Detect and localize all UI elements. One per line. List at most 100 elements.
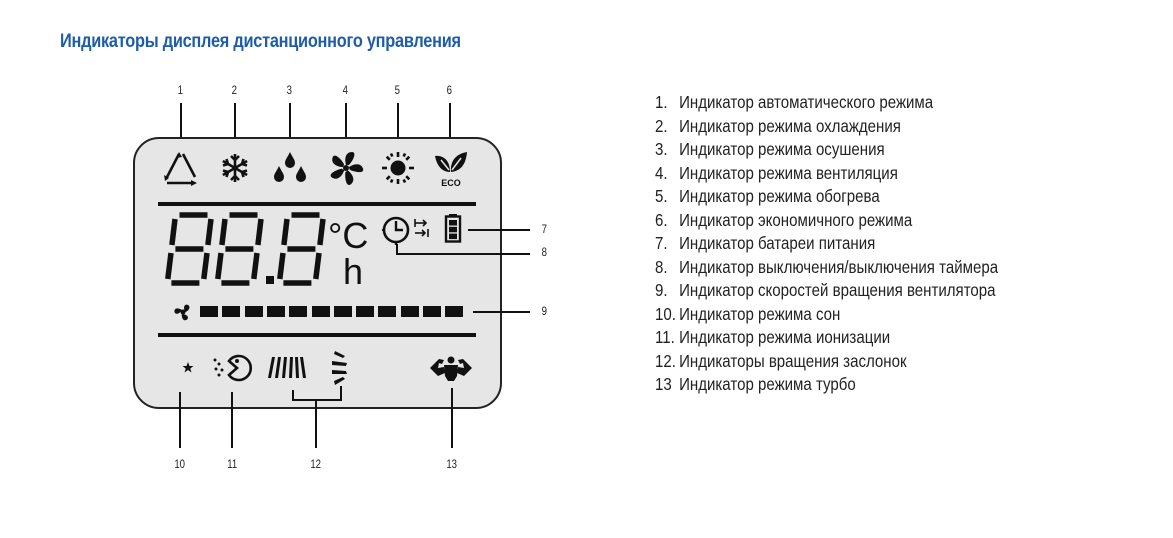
moon-star-icon — [168, 354, 194, 382]
callout-9: 9 — [541, 304, 548, 318]
legend-item-text: Индикаторы вращения заслонок — [679, 350, 907, 371]
legend-item-number: 12. — [655, 350, 676, 371]
fan-speed-block — [244, 306, 263, 317]
legend-item: 2. Индикатор режима охлаждения — [655, 116, 998, 140]
legend-item: 4. Индикатор режима вентиляция — [655, 163, 998, 187]
sun-icon — [382, 152, 414, 184]
timer-clock-icon — [382, 216, 410, 245]
leader-line-7 — [468, 229, 530, 231]
timer-arrows-icon — [414, 219, 429, 237]
digit-segment — [251, 252, 260, 280]
leader-line-12-right — [340, 386, 342, 400]
callout-2: 2 — [231, 83, 238, 97]
legend-item-text: Индикатор режима ионизации — [679, 327, 891, 347]
top-separator — [158, 202, 476, 206]
legend-item: 6.Индикатор экономичного режима — [655, 210, 998, 234]
digit-segment — [317, 218, 326, 246]
leader-line-13 — [451, 388, 453, 448]
legend-item-text: Индикатор выключения/выключения таймера — [679, 256, 999, 277]
leader-line-8 — [396, 253, 530, 255]
leader-line-12 — [315, 400, 317, 448]
callout-8: 8 — [541, 245, 548, 259]
leader-line-12-bracket — [292, 399, 342, 401]
callout-7: 7 — [541, 222, 548, 236]
legend-item: 12.Индикаторы вращения заслонок — [655, 351, 998, 375]
ionizer-icon — [213, 354, 252, 382]
fan-speed-block — [400, 306, 419, 317]
callout-6: 6 — [446, 83, 453, 97]
callout-4: 4 — [342, 83, 349, 97]
legend-item-number: 1. — [655, 92, 668, 112]
snowflake-icon — [222, 154, 248, 182]
legend-item: 11.Индикатор режима ионизации — [655, 327, 998, 351]
digit-segment — [165, 252, 174, 280]
callout-12: 12 — [310, 457, 322, 471]
legend-item-number: 9. — [655, 280, 668, 300]
fan-speed-block — [378, 306, 397, 317]
water-drops-icon — [274, 152, 306, 182]
callout-13: 13 — [446, 457, 458, 471]
louver-horizontal-icon — [332, 351, 347, 385]
fan-speed-block — [289, 306, 308, 317]
legend-item: 7.Индикатор батареи питания — [655, 233, 998, 257]
leader-line-10 — [179, 392, 181, 448]
decimal-point — [266, 276, 274, 284]
callout-11: 11 — [227, 457, 238, 471]
leader-line-6 — [449, 103, 451, 143]
legend-item-number: 5. — [655, 186, 668, 206]
digit-segment — [205, 218, 214, 246]
fan-speed-block — [311, 306, 330, 317]
legend-item-number: 6. — [655, 209, 668, 230]
digit-segment — [281, 218, 290, 246]
legend-item-text: Индикатор режима охлаждения — [679, 115, 901, 136]
eco-label: ECO — [441, 178, 461, 188]
digit-segment — [313, 252, 322, 280]
legend-item: 10.Индикатор режима сон — [655, 304, 998, 328]
digit-segment — [215, 252, 224, 280]
legend-item-number: 2. — [655, 115, 668, 136]
leader-line-12-left — [292, 390, 294, 400]
legend-item: 8.Индикатор выключения/выключения таймер… — [655, 257, 998, 281]
fan-speed-block — [200, 306, 218, 317]
legend-item-text: Индикатор режима осушения — [679, 139, 885, 159]
legend-item-text: Индикатор режима вентиляция — [679, 162, 898, 183]
digit-segment — [255, 218, 264, 246]
legend-item-text: Индикатор режима обогрева — [679, 186, 880, 206]
fan-speed-block — [423, 306, 441, 317]
legend-item: 3.Индикатор режима осушения — [655, 139, 998, 163]
fan-speed-block — [266, 306, 285, 317]
callout-1: 1 — [177, 83, 184, 97]
fan-speed-block — [222, 306, 241, 317]
fan-speed-icon — [174, 304, 190, 321]
hours-unit: h — [343, 251, 364, 292]
leader-line-4 — [345, 103, 347, 143]
legend-item-number: 11. — [655, 327, 675, 347]
louver-vertical-icon — [268, 357, 306, 378]
leader-line-1 — [180, 103, 182, 143]
fan-speed-block — [356, 306, 375, 317]
bottom-separator — [158, 333, 476, 337]
turbo-muscle-icon — [430, 356, 472, 381]
fan-speed-block — [333, 306, 352, 317]
digit-segment — [201, 252, 210, 280]
fan-icon — [330, 152, 364, 185]
page-title: Индикаторы дисплея дистанционного управл… — [60, 31, 461, 52]
legend-item-text: Индикатор режима сон — [679, 303, 841, 324]
legend-item-number: 4. — [655, 162, 668, 183]
legend-item: 1.Индикатор автоматического режима — [655, 92, 998, 116]
celsius-unit: °C — [328, 215, 369, 256]
digit-segment — [277, 252, 286, 280]
digit-segment — [169, 218, 178, 246]
leader-line-9 — [473, 311, 530, 313]
legend-item-text: Индикатор батареи питания — [679, 233, 876, 253]
legend-item: 5. Индикатор режима обогрева — [655, 186, 998, 210]
battery-icon — [444, 214, 462, 243]
leader-line-11 — [231, 392, 233, 448]
digit-segment — [219, 218, 228, 246]
legend-item-number: 10. — [655, 303, 676, 324]
legend-item-text: Индикатор скоростей вращения вентилятора — [679, 280, 996, 300]
legend-item-text: Индикатор режима турбо — [679, 374, 856, 394]
fan-speed-block — [445, 306, 464, 317]
